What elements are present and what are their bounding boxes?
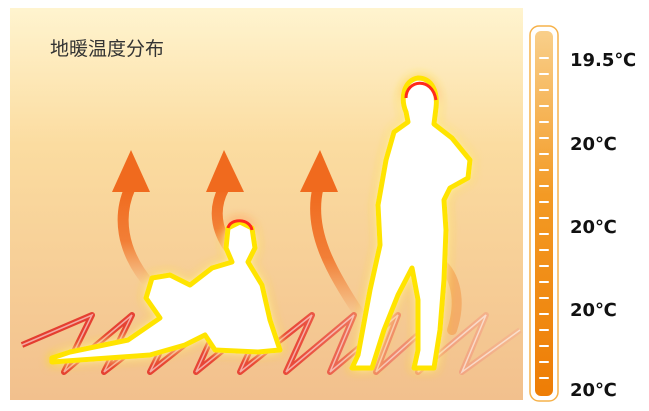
person-standing-icon	[349, 75, 473, 371]
temperature-label-top: 19.5℃	[570, 50, 637, 71]
heat-arrow-icon	[300, 150, 366, 321]
temperature-label: 20℃	[570, 134, 617, 155]
temperature-scale-bar	[529, 25, 559, 402]
temperature-label: 20℃	[570, 300, 617, 321]
scale-ticks	[539, 57, 549, 379]
person-sitting-icon	[49, 219, 283, 365]
temperature-label-bottom: 20℃	[570, 380, 617, 401]
heat-arrow-icon	[112, 150, 156, 291]
diagram-title: 地暖温度分布	[50, 38, 165, 60]
temperature-label: 20℃	[570, 217, 617, 238]
